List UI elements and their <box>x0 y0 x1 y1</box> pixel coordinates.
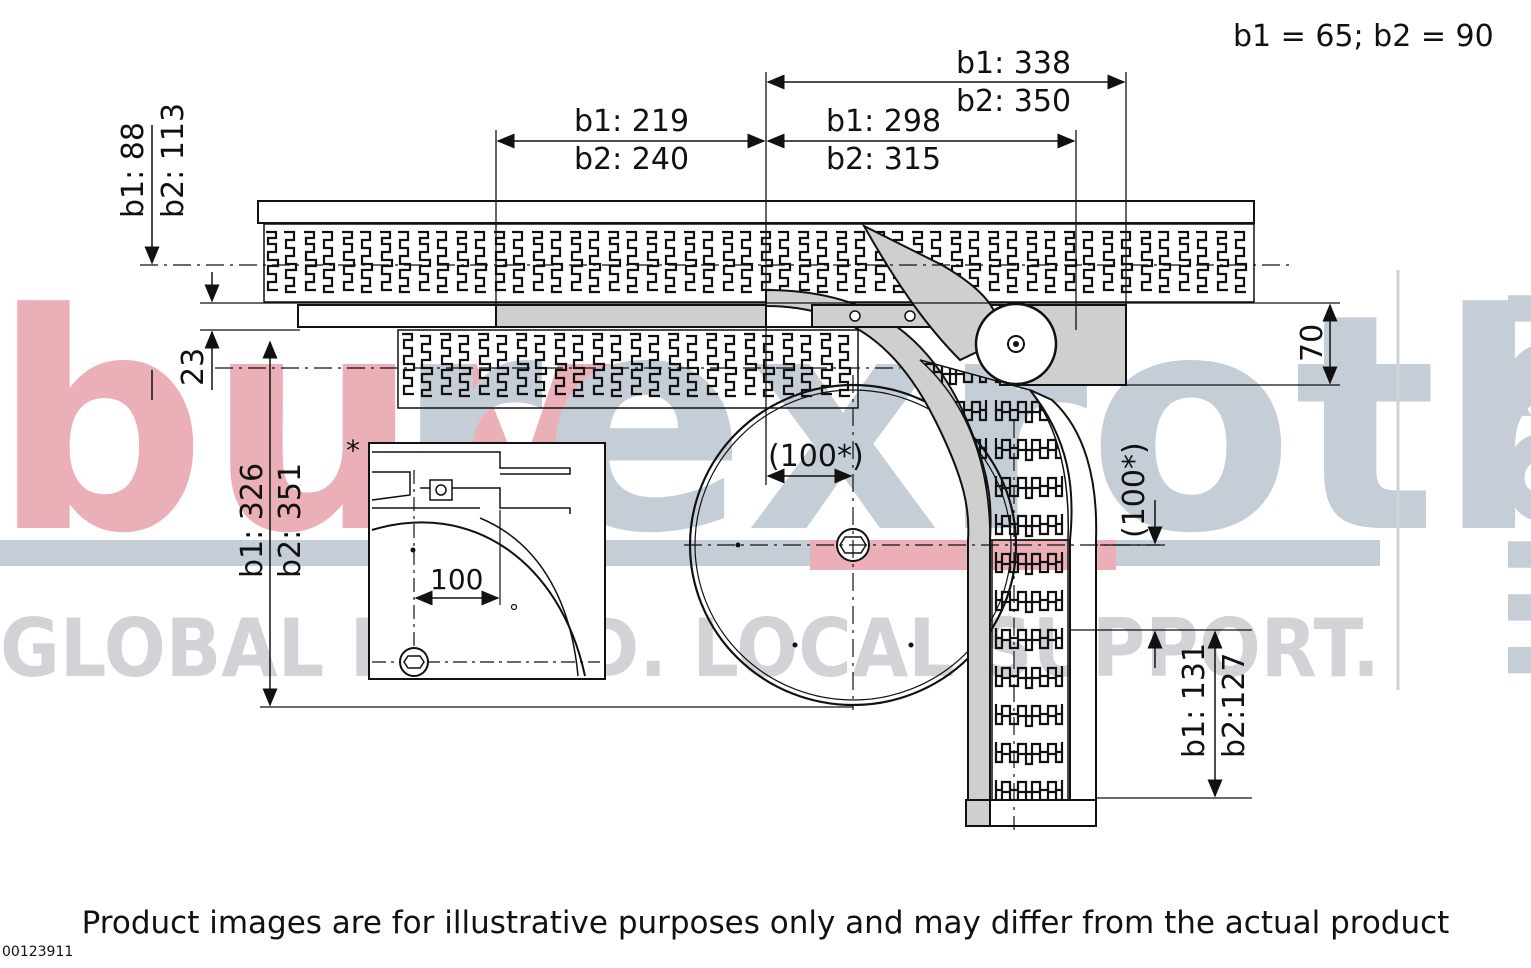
outlet-chain <box>965 539 1097 827</box>
dim-mid-b1: b1: 298 <box>826 104 941 139</box>
dim-vert-left-b1: b1: 326 <box>235 463 270 578</box>
watermark-domain: .com <box>1472 280 1531 685</box>
dim-vert-top-b1: b1: 88 <box>116 122 151 218</box>
watermark-tagline: GLOBAL BRAND. LOCAL SUPPORT. <box>0 602 1380 695</box>
dim-vert-top-b2: b2: 113 <box>156 103 191 218</box>
dim-vert-left-b2: b2: 351 <box>273 463 308 578</box>
disclaimer-text: Product images are for illustrative purp… <box>81 905 1450 941</box>
dim-top-right-b1: b1: 338 <box>956 46 1071 81</box>
dim-offset-horizontal: (100*) <box>768 439 864 474</box>
detail-inset: 100 * <box>346 434 606 680</box>
extension-lines <box>200 72 1340 799</box>
dimension-labels: b1 = 65; b2 = 90 b1: 338 b2: 350 b1: 219… <box>116 19 1494 758</box>
lower-chain <box>397 329 859 409</box>
dim-bottom-right-b2: b2:127 <box>1217 653 1252 759</box>
transfer-unit <box>811 223 1127 386</box>
dimension-lines <box>144 74 1338 798</box>
center-lines <box>140 264 1290 830</box>
dim-top-right-b2: b2: 350 <box>956 84 1071 119</box>
dim-bottom-right-b1: b1: 131 <box>1177 643 1212 758</box>
detail-star: * <box>346 434 360 467</box>
dim-gap-23: 23 <box>176 348 211 386</box>
drawing-id: 00123911 <box>2 944 74 960</box>
dim-mid-b2: b2: 315 <box>826 142 941 177</box>
detail-dimension-100: 100 <box>430 563 483 596</box>
dim-offset-vertical: (100*) <box>1117 442 1152 538</box>
top-conveyor <box>257 200 1255 328</box>
spec-label: b1 = 65; b2 = 90 <box>1233 19 1494 54</box>
dim-left-b2: b2: 240 <box>574 142 689 177</box>
dim-left-b1: b1: 219 <box>574 104 689 139</box>
dim-right-height-70: 70 <box>1295 324 1330 362</box>
